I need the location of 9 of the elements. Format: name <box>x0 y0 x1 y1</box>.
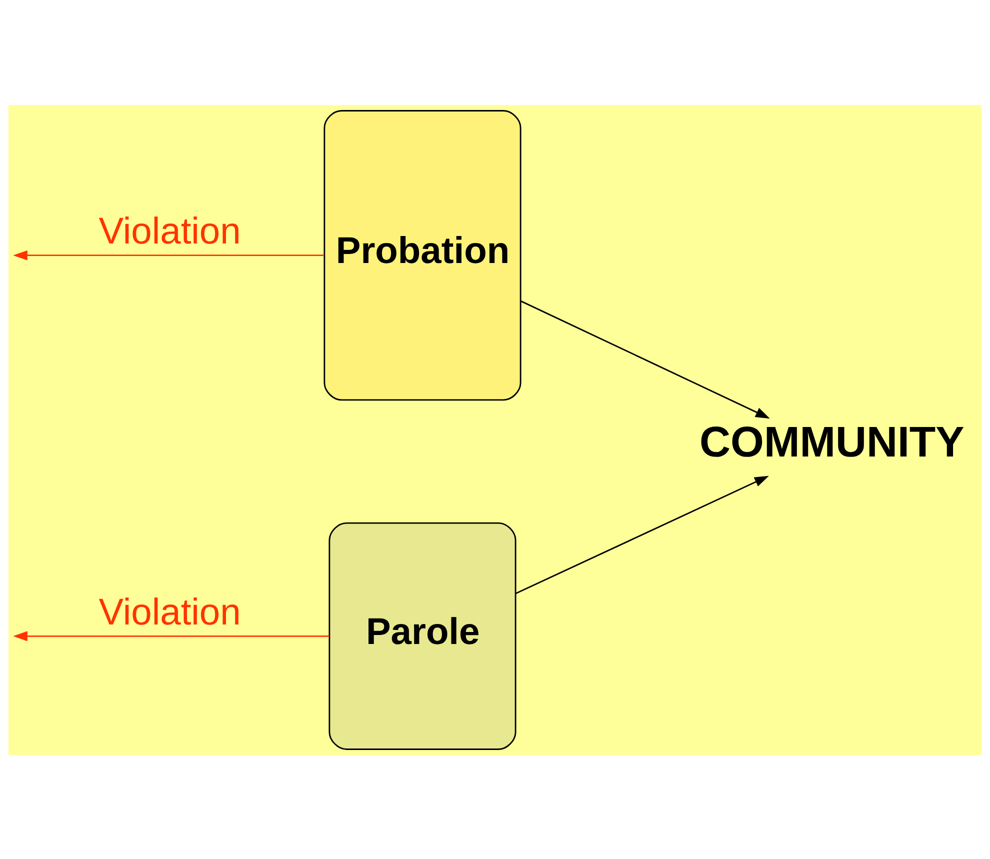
arrow <box>13 250 324 260</box>
arrow <box>515 475 769 594</box>
node-box: Probation <box>324 110 522 400</box>
node-text: COMMUNITY <box>700 418 964 466</box>
arrow <box>520 300 770 418</box>
node-box: Parole <box>328 522 516 750</box>
arrow <box>13 630 330 641</box>
edge-label: Violation <box>98 590 241 632</box>
edge-label: Violation <box>98 209 241 252</box>
